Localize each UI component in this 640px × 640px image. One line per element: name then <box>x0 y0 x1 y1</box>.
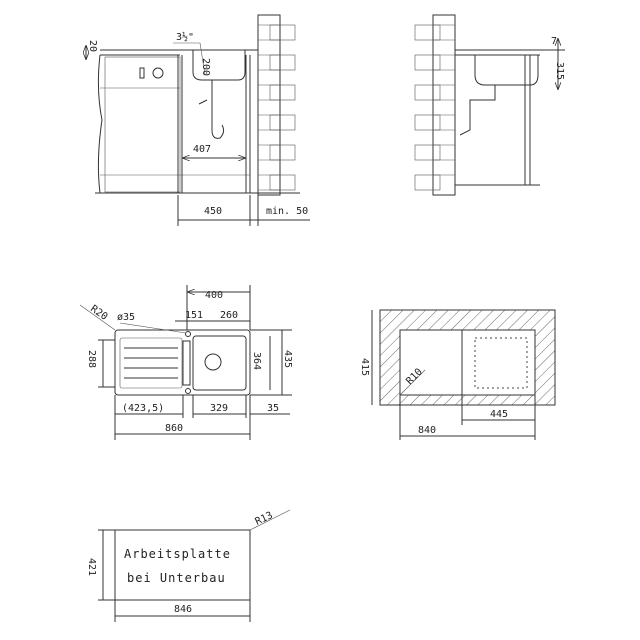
dim-undermount-radius: R13 <box>254 510 275 528</box>
dishwasher <box>104 56 181 193</box>
dim-countertop-thickness: 20 <box>87 40 98 52</box>
dim-bowl-depth-top: 364 <box>251 352 262 370</box>
dim-undermount-width: 846 <box>174 604 192 615</box>
dim-drainer-width: (423,5) <box>122 403 164 414</box>
sink-bowl-profile <box>192 50 246 81</box>
brick-wall <box>414 14 456 196</box>
brick-wall <box>257 14 296 196</box>
dim-inner-width: 407 <box>193 144 211 155</box>
undermount-label-line1: Arbeitsplatte <box>124 547 231 561</box>
dim-bowl-cutout-width: 445 <box>490 409 508 420</box>
dim-rim-height: 7 <box>551 36 557 47</box>
dim-tap-hole: ø35 <box>117 312 135 323</box>
undermount-cutout: Arbeitsplatte bei Unterbau 421 R13 846 <box>86 509 291 622</box>
dim-undermount-depth: 421 <box>86 558 97 576</box>
dim-bowl-width: 260 <box>220 310 238 321</box>
siphon <box>198 80 225 139</box>
dim-cutout-radius: R10 <box>404 367 425 388</box>
dim-cutout-width: 840 <box>418 425 436 436</box>
dim-offset-tap: 151 <box>185 310 203 321</box>
dim-cutout-depth: 415 <box>359 358 370 376</box>
undermount-label-line2: bei Unterbau <box>127 571 226 585</box>
dim-corner-radius: R20 <box>88 303 109 322</box>
dim-bowl-inner-width: 329 <box>210 403 228 414</box>
cutout-view: 415 R10 445 840 <box>359 309 556 440</box>
side-view-left: 20 3½" 200 407 450 min. 50 <box>86 14 310 226</box>
dim-edge: 35 <box>267 403 279 414</box>
dim-total-width: 860 <box>165 423 183 434</box>
drain <box>204 353 222 371</box>
dim-bowl-depth: 200 <box>200 58 211 76</box>
dim-wall-gap: min. 50 <box>266 206 308 217</box>
dim-bowl-depth-right: 315 <box>554 62 565 80</box>
sink-bowl <box>192 335 247 391</box>
side-view-right: 7 315 <box>414 14 565 196</box>
siphon <box>459 85 496 136</box>
dim-width-bowl-area: 400 <box>205 290 223 301</box>
dim-drainer-depth: 288 <box>86 350 97 368</box>
dim-total-depth: 435 <box>282 350 293 368</box>
top-view: 400 151 260 R20 ø35 288 364 435 (423,5) … <box>79 285 293 440</box>
dim-drain-size: 3½" <box>176 31 194 43</box>
drainer <box>119 337 183 389</box>
dim-cabinet-width: 450 <box>204 206 222 217</box>
